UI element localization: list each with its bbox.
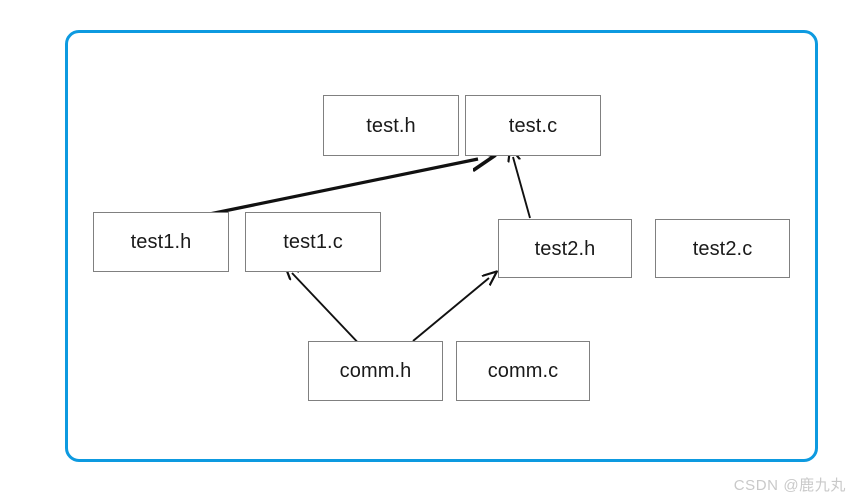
node-test2-h[interactable]: test2.h xyxy=(498,219,632,278)
node-label: test1.h xyxy=(130,231,192,253)
node-label: test2.h xyxy=(534,237,596,260)
node-label: comm.h xyxy=(339,360,412,382)
node-label: comm.c xyxy=(487,360,559,382)
node-comm-h[interactable]: comm.h xyxy=(308,341,443,401)
node-label: test1.c xyxy=(283,231,343,253)
node-test-h[interactable]: test.h xyxy=(323,95,459,156)
node-test1-c[interactable]: test1.c xyxy=(245,212,381,272)
node-label: test2.c xyxy=(692,237,753,260)
node-label: test.h xyxy=(366,114,416,137)
node-comm-c[interactable]: comm.c xyxy=(456,341,590,401)
node-label: test.c xyxy=(508,114,558,137)
watermark: CSDN @鹿九丸 xyxy=(733,477,846,494)
node-test2-c[interactable]: test2.c xyxy=(655,219,790,278)
node-test1-h[interactable]: test1.h xyxy=(93,212,229,272)
node-test-c[interactable]: test.c xyxy=(465,95,601,156)
